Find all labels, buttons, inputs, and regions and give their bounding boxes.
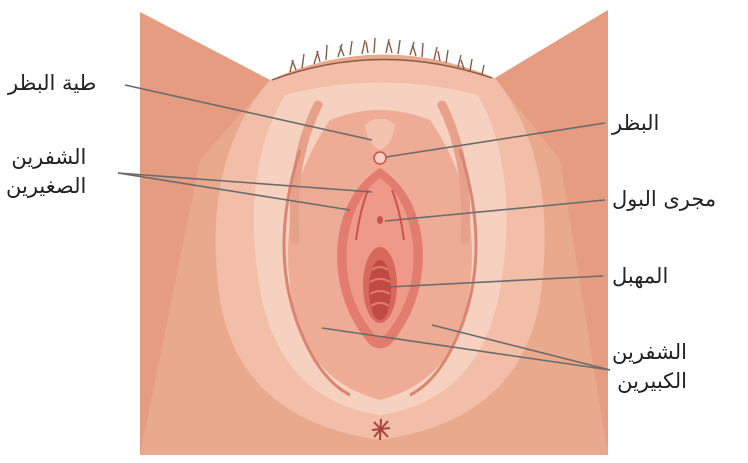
clitoris-shape xyxy=(374,152,386,164)
label-clitoris: البظر xyxy=(612,108,659,138)
label-labia-majora-line2: الكبيرين xyxy=(612,367,687,396)
label-labia-minora: الشفرين الصغيرين xyxy=(6,143,86,201)
label-labia-minora-line2: الصغيرين xyxy=(6,172,86,201)
label-labia-majora: الشفرين الكبيرين xyxy=(612,338,687,396)
label-vagina: المهبل xyxy=(612,261,668,291)
label-urethra: مجرى البول xyxy=(612,184,716,214)
vaginal-opening-shape xyxy=(363,247,397,323)
label-labia-majora-line1: الشفرين xyxy=(612,338,687,367)
urethra-shape xyxy=(377,216,383,224)
label-clitoral-hood: طية البظر xyxy=(8,68,96,98)
label-labia-minora-line1: الشفرين xyxy=(6,143,86,172)
